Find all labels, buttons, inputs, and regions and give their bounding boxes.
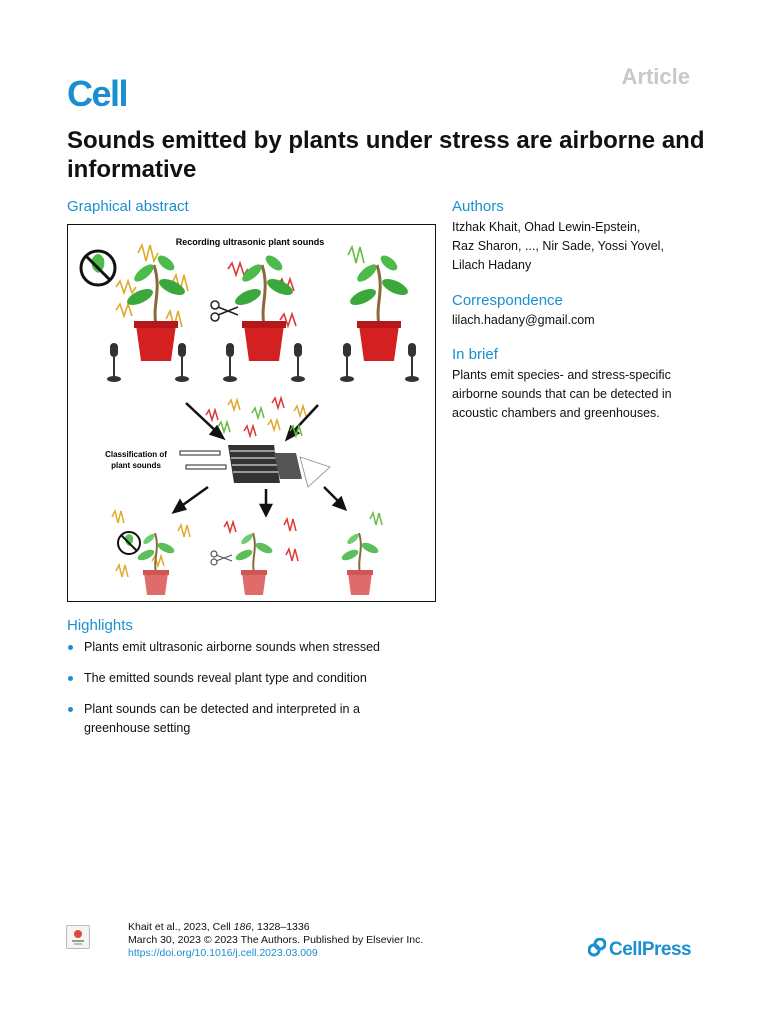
bullet-icon: [68, 707, 73, 712]
journal-logo: Cell: [67, 73, 129, 114]
sound-waves-top: [115, 242, 365, 329]
in-brief-text: Plants emit species- and stress-specific…: [452, 366, 712, 423]
highlight-item: Plant sounds can be detected and interpr…: [67, 700, 427, 738]
publication-date-line: March 30, 2023 © 2023 The Authors. Publi…: [128, 934, 424, 946]
in-brief-line: Plants emit species- and stress-specific: [452, 368, 671, 382]
doi-link[interactable]: https://doi.org/10.1016/j.cell.2023.03.0…: [128, 947, 318, 959]
sound-waves-bottom: [111, 508, 383, 578]
authors-line: Itzhak Khait, Ohad Lewin-Epstein,: [452, 220, 641, 234]
authors-line: Lilach Hadany: [452, 258, 532, 272]
classification-label-line2: plant sounds: [111, 461, 161, 470]
no-water-icon-small: [117, 531, 141, 555]
sound-waves-mixed: [205, 395, 307, 439]
publisher-name: CellPress: [609, 939, 692, 960]
scissors-icon: [210, 300, 239, 322]
in-brief-heading: In brief: [452, 346, 498, 363]
article-title: Sounds emitted by plants under stress ar…: [67, 127, 705, 183]
arrow-icon: [171, 402, 348, 518]
graphical-abstract-heading: Graphical abstract: [67, 198, 189, 215]
highlight-item: Plants emit ultrasonic airborne sounds w…: [67, 638, 427, 657]
in-brief-line: airborne sounds that can be detected in: [452, 387, 672, 401]
no-water-icon: [79, 249, 117, 287]
bullet-icon: [68, 645, 73, 650]
highlight-item: The emitted sounds reveal plant type and…: [67, 669, 427, 688]
citation-line: Khait et al., 2023, Cell 186, 1328–1336: [128, 921, 423, 934]
recording-label: Recording ultrasonic plant sounds: [176, 237, 325, 247]
highlight-text: Plants emit ultrasonic airborne sounds w…: [84, 640, 380, 654]
highlight-text: greenhouse setting: [84, 721, 191, 735]
classification-label-line1: Classification of: [105, 450, 167, 459]
bullet-icon: [68, 676, 73, 681]
citation-prefix: Khait et al., 2023, Cell: [128, 921, 234, 933]
classifier-network: [179, 445, 331, 488]
highlight-text: Plant sounds can be detected and interpr…: [84, 702, 360, 716]
check-for-updates-icon[interactable]: [66, 925, 90, 949]
correspondence-email[interactable]: lilach.hadany@gmail.com: [452, 313, 595, 327]
article-type-label: Article: [621, 64, 690, 89]
scissors-icon-small: [210, 550, 233, 566]
correspondence-heading: Correspondence: [452, 292, 563, 309]
publisher-logo: CellPress: [587, 937, 692, 964]
citation-block: Khait et al., 2023, Cell 186, 1328–1336 …: [128, 921, 423, 960]
highlights-heading: Highlights: [67, 617, 133, 634]
highlights-list: Plants emit ultrasonic airborne sounds w…: [67, 638, 427, 750]
graphical-abstract-figure: Recording ultrasonic plant sounds: [67, 224, 436, 602]
citation-volume: 186: [233, 921, 252, 933]
cellpress-icon: [587, 937, 607, 964]
authors-line: Raz Sharon, ..., Nir Sade, Yossi Yovel,: [452, 239, 664, 253]
highlight-text: The emitted sounds reveal plant type and…: [84, 671, 367, 685]
citation-pages: , 1328–1336: [251, 921, 310, 933]
in-brief-line: acoustic chambers and greenhouses.: [452, 406, 660, 420]
authors-heading: Authors: [452, 198, 504, 215]
authors-list: Itzhak Khait, Ohad Lewin-Epstein, Raz Sh…: [452, 218, 712, 275]
